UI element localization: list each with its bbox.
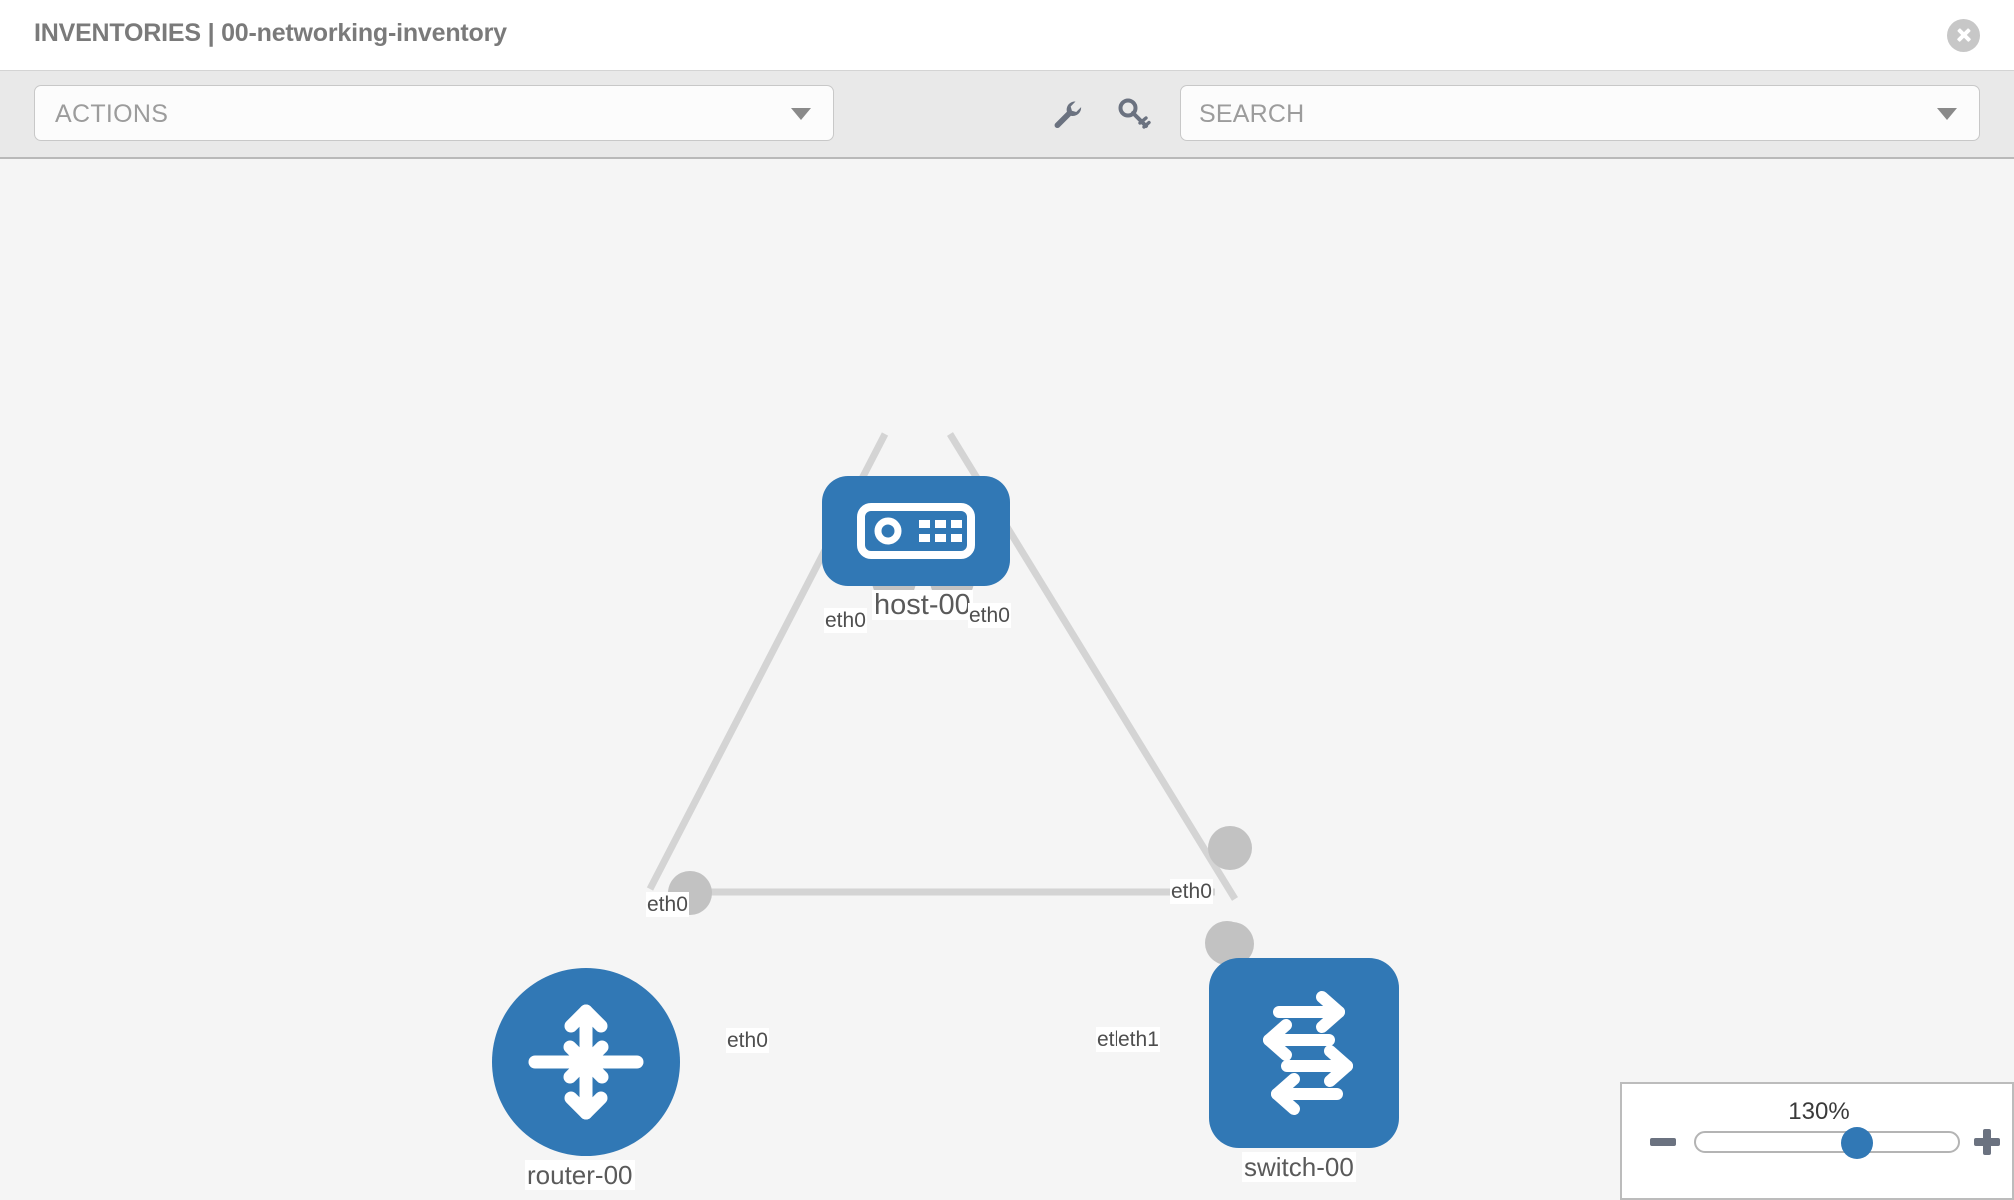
key-icon[interactable] xyxy=(1113,93,1153,133)
port-switch-upper[interactable] xyxy=(1208,826,1252,870)
iface-label-switch-left: eth1 xyxy=(1117,1027,1160,1052)
page-header: INVENTORIES | 00-networking-inventory xyxy=(0,0,2014,70)
toolbar: ACTIONS SEARCH xyxy=(0,70,2014,159)
node-host-00[interactable]: host-00 xyxy=(822,476,1010,620)
chevron-down-icon xyxy=(791,108,811,120)
wrench-icon[interactable] xyxy=(1046,93,1086,133)
actions-dropdown-label: ACTIONS xyxy=(55,100,169,128)
node-switch-00[interactable]: switch-00 xyxy=(1209,958,1399,1182)
page-title: INVENTORIES | 00-networking-inventory xyxy=(34,19,507,47)
wrench-icon-glyph xyxy=(1054,101,1082,129)
minus-icon[interactable] xyxy=(1650,1138,1676,1146)
switch-arrows-icon xyxy=(1263,991,1353,1115)
iface-label-switch-upper: eth0 xyxy=(1170,879,1213,904)
close-icon[interactable] xyxy=(1947,19,1980,52)
iface-label-router-right: eth0 xyxy=(726,1028,769,1053)
zoom-level-value: 130% xyxy=(1788,1098,1850,1125)
search-input[interactable]: SEARCH xyxy=(1180,85,1980,141)
node-host-00-label: host-00 xyxy=(872,589,973,621)
server-icon xyxy=(857,503,975,559)
router-arrows-icon xyxy=(528,1004,644,1120)
iface-label-host-left: eth0 xyxy=(824,608,867,633)
chevron-down-icon[interactable] xyxy=(1937,108,1957,120)
topology-canvas[interactable]: host-00 router-00 xyxy=(0,159,2014,1200)
node-router-00-label: router-00 xyxy=(525,1160,635,1190)
iface-label-host-right: eth0 xyxy=(968,603,1011,628)
zoom-slider[interactable] xyxy=(1694,1127,1960,1159)
zoom-control-panel: 130% xyxy=(1620,1082,2014,1200)
iface-label-router-upper: eth0 xyxy=(646,892,689,917)
node-switch-00-shape xyxy=(1209,958,1399,1148)
zoom-slider-thumb[interactable] xyxy=(1841,1127,1873,1159)
node-host-00-shape xyxy=(822,476,1010,586)
node-router-00[interactable]: router-00 xyxy=(492,968,680,1190)
key-icon-glyph xyxy=(1118,98,1151,129)
node-switch-00-label: switch-00 xyxy=(1242,1152,1356,1182)
topology-links xyxy=(646,432,1238,901)
plus-icon[interactable] xyxy=(1974,1129,2000,1155)
search-placeholder: SEARCH xyxy=(1199,100,1305,128)
actions-dropdown[interactable]: ACTIONS xyxy=(34,85,834,141)
